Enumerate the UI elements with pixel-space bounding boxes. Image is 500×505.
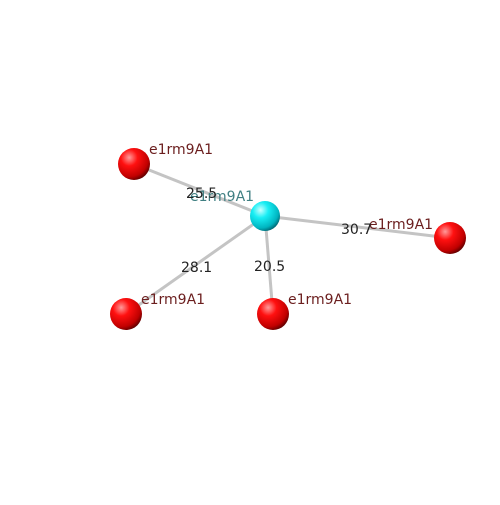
labels: e1rm9A1 e1rm9A1 e1rm9A1 e1rm9A1 e1rm9A1 … [141,142,433,308]
edge-3 [125,214,266,316]
edge-distance-label-3: 28.1 [181,260,212,276]
neighbor-node-label-2: e1rm9A1 [369,217,433,233]
center-node-label: e1rm9A1 [190,189,254,205]
neighbor-node-label-4: e1rm9A1 [288,292,352,308]
edge-1 [133,162,266,218]
neighbor-node-4[interactable] [257,298,289,330]
edge-distance-label-2: 30.7 [341,222,372,238]
edge-distance-label-4: 20.5 [254,259,285,275]
neighbor-node-label-3: e1rm9A1 [141,292,205,308]
edges [125,162,451,316]
neighbor-node-1[interactable] [118,148,150,180]
neighbor-node-3[interactable] [110,298,142,330]
neighbor-node-2[interactable] [434,222,466,254]
nodes [110,148,466,330]
neighbor-node-label-1: e1rm9A1 [149,142,213,158]
edge-2 [264,214,451,240]
center-node[interactable] [250,201,280,231]
edge-4 [263,215,275,315]
edge-distance-label-1: 25.5 [186,186,217,202]
